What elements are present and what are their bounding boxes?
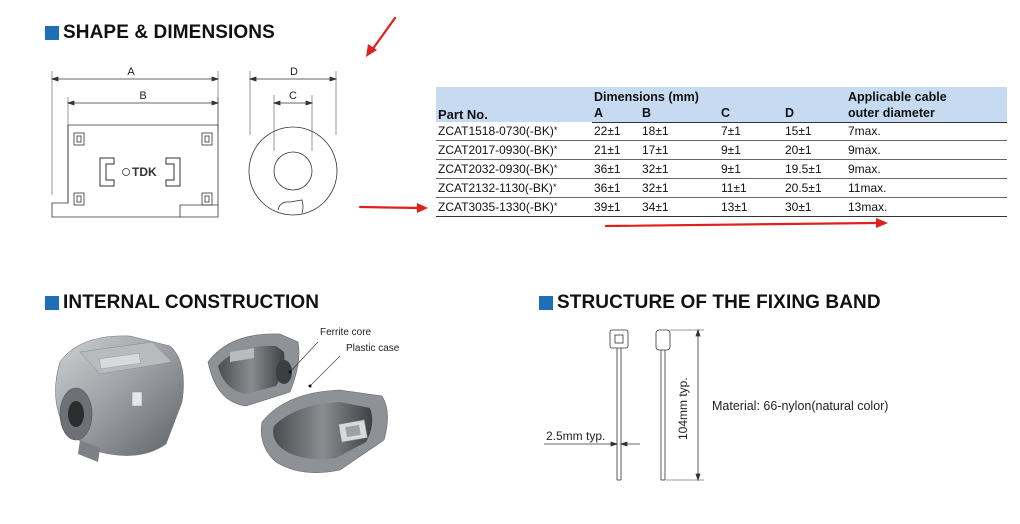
part-number: ZCAT1518-0730(-BK) bbox=[438, 124, 554, 138]
logo-text: TDK bbox=[132, 165, 157, 179]
cell-part: ZCAT2032-0930(-BK)* bbox=[436, 159, 592, 179]
tdk-logo-icon: TDK bbox=[122, 165, 157, 179]
cell-part: ZCAT2017-0930(-BK)* bbox=[436, 140, 592, 160]
table-row: ZCAT2017-0930(-BK)* 21±1 17±1 9±1 20±1 9… bbox=[436, 140, 1007, 160]
section-title-text: SHAPE & DIMENSIONS bbox=[63, 22, 275, 43]
asterisk: * bbox=[553, 144, 558, 154]
label-band-width: 2.5mm typ. bbox=[546, 429, 606, 443]
cell-c: 9±1 bbox=[719, 140, 783, 160]
cell-a: 36±1 bbox=[592, 178, 640, 198]
section-title-structure: STRUCTURE OF THE FIXING BAND bbox=[539, 292, 881, 314]
header-cable-line1: Applicable cable bbox=[846, 87, 1007, 105]
dim-label-a: A bbox=[127, 66, 135, 78]
cell-b: 32±1 bbox=[640, 159, 719, 179]
arrow-head-icon bbox=[366, 44, 377, 57]
leader-dot-icon bbox=[288, 370, 292, 374]
cell-d: 20.5±1 bbox=[783, 178, 846, 198]
cell-cable: 11max. bbox=[846, 178, 1007, 198]
section-marker-icon bbox=[45, 296, 59, 310]
open-clamp-lower-image bbox=[261, 389, 388, 473]
cell-cable: 9max. bbox=[846, 140, 1007, 160]
cell-b: 18±1 bbox=[640, 122, 719, 141]
asterisk: * bbox=[552, 182, 557, 192]
cell-b: 32±1 bbox=[640, 178, 719, 198]
red-arrow-bottom bbox=[604, 221, 878, 228]
part-number: ZCAT3035-1330(-BK) bbox=[438, 200, 554, 214]
section-marker-icon bbox=[45, 26, 59, 40]
arrow-head-icon bbox=[876, 218, 888, 228]
dim-label-d: D bbox=[290, 66, 298, 78]
cell-cable: 9max. bbox=[846, 159, 1007, 179]
cell-a: 39±1 bbox=[592, 197, 640, 217]
asterisk: * bbox=[553, 163, 558, 173]
table-row: ZCAT1518-0730(-BK)* 22±1 18±1 7±1 15±1 7… bbox=[436, 122, 1007, 141]
header-c: C bbox=[719, 105, 783, 123]
open-clamp-image bbox=[207, 333, 300, 407]
cell-b: 34±1 bbox=[640, 197, 719, 217]
shape-drawing: A B D C TDK bbox=[50, 66, 338, 218]
cell-part: ZCAT1518-0730(-BK)* bbox=[436, 122, 592, 141]
fixing-band-drawing bbox=[544, 328, 704, 482]
table-row: ZCAT2132-1130(-BK)* 36±1 32±1 11±1 20.5±… bbox=[436, 178, 1007, 198]
cell-d: 15±1 bbox=[783, 122, 846, 141]
header-a: A bbox=[592, 105, 640, 123]
section-title-text: STRUCTURE OF THE FIXING BAND bbox=[557, 292, 881, 313]
section-title-shape: SHAPE & DIMENSIONS bbox=[45, 22, 275, 44]
arrow-head-icon bbox=[417, 203, 428, 213]
section-title-internal: INTERNAL CONSTRUCTION bbox=[45, 292, 319, 314]
cell-a: 22±1 bbox=[592, 122, 640, 141]
part-number: ZCAT2017-0930(-BK) bbox=[438, 143, 554, 157]
header-b: B bbox=[640, 105, 719, 123]
label-band-length: 104mm typ. bbox=[676, 377, 690, 440]
dimensions-table: Part No. Dimensions (mm) Applicable cabl… bbox=[436, 87, 1007, 217]
dim-label-c: C bbox=[289, 90, 297, 102]
dim-label-b: B bbox=[139, 90, 146, 102]
label-material: Material: 66-nylon(natural color) bbox=[712, 399, 889, 413]
cell-a: 21±1 bbox=[592, 140, 640, 160]
cell-b: 17±1 bbox=[640, 140, 719, 160]
label-ferrite-core: Ferrite core bbox=[320, 327, 372, 338]
label-plastic-case: Plastic case bbox=[346, 343, 400, 354]
red-arrow-left bbox=[358, 205, 422, 210]
cell-c: 13±1 bbox=[719, 197, 783, 217]
part-number: ZCAT2032-0930(-BK) bbox=[438, 162, 554, 176]
construction-illustration bbox=[55, 333, 388, 473]
cell-d: 30±1 bbox=[783, 197, 846, 217]
header-part-no: Part No. bbox=[436, 87, 592, 122]
cell-c: 9±1 bbox=[719, 159, 783, 179]
part-number: ZCAT2132-1130(-BK) bbox=[438, 181, 553, 195]
table-row: ZCAT3035-1330(-BK)* 39±1 34±1 13±1 30±1 … bbox=[436, 197, 1007, 217]
cell-a: 36±1 bbox=[592, 159, 640, 179]
red-arrow-diagonal bbox=[370, 16, 397, 52]
cell-cable: 7max. bbox=[846, 122, 1007, 141]
table-row: ZCAT2032-0930(-BK)* 36±1 32±1 9±1 19.5±1… bbox=[436, 159, 1007, 179]
asterisk: * bbox=[553, 125, 558, 135]
cell-part: ZCAT2132-1130(-BK)* bbox=[436, 178, 592, 198]
header-cable-line2: outer diameter bbox=[846, 105, 1007, 123]
cell-cable: 13max. bbox=[846, 197, 1007, 217]
header-d: D bbox=[783, 105, 846, 123]
asterisk: * bbox=[553, 201, 558, 211]
cell-part: ZCAT3035-1330(-BK)* bbox=[436, 197, 592, 217]
cell-d: 19.5±1 bbox=[783, 159, 846, 179]
closed-clamp-image bbox=[55, 335, 184, 462]
leader-dot-icon bbox=[308, 384, 312, 388]
cell-d: 20±1 bbox=[783, 140, 846, 160]
header-dimensions: Dimensions (mm) bbox=[592, 87, 846, 105]
cell-c: 11±1 bbox=[719, 178, 783, 198]
cell-c: 7±1 bbox=[719, 122, 783, 141]
section-marker-icon bbox=[539, 296, 553, 310]
section-title-text: INTERNAL CONSTRUCTION bbox=[63, 292, 320, 313]
